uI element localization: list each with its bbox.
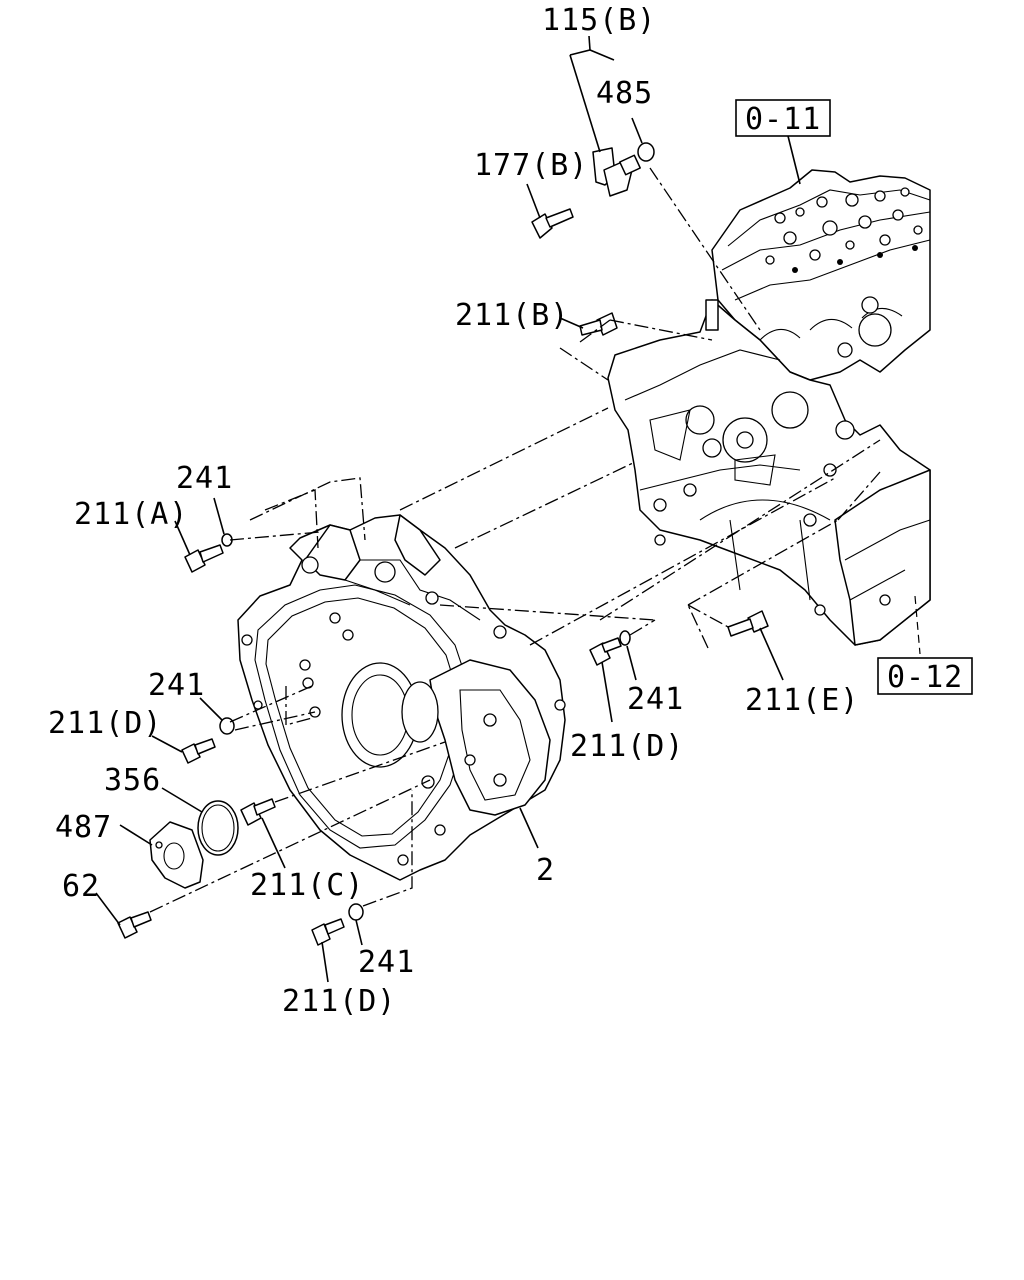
callout-115b: 115(B): [542, 3, 656, 38]
callout-241-left: 241: [148, 668, 205, 703]
callout-356: 356: [104, 763, 161, 798]
leader-lines: [95, 35, 921, 983]
bolt-211d-bottom-drawing: [311, 903, 364, 946]
assembly-lines: [149, 167, 881, 913]
callout-211b: 211(B): [455, 298, 569, 333]
callout-211a: 211(A): [74, 497, 188, 532]
flywheel-housing-drawing: [237, 514, 566, 881]
callout-241-a: 241: [176, 461, 233, 496]
bolt-211e-drawing: [727, 610, 769, 637]
callout-211d-right: 211(D): [570, 729, 684, 764]
callout-62: 62: [62, 869, 100, 904]
callout-211e: 211(E): [745, 683, 859, 718]
bolt-211d-left-drawing: [181, 717, 235, 764]
engine-block-drawing: [607, 169, 931, 646]
bolt-211d-right-drawing: [589, 630, 631, 666]
reference-box-0-11: 0-11: [735, 99, 831, 137]
callout-2: 2: [536, 853, 555, 888]
bolt-211c-drawing: [240, 798, 276, 826]
o-ring-485-drawing: [637, 142, 655, 162]
callout-labels: 115(B) 485 177(B) 211(B) 241 211(A) 241 …: [48, 3, 859, 1019]
callout-211d-bottom: 211(D): [282, 984, 396, 1019]
ref-label-0-11: 0-11: [745, 102, 821, 137]
reference-box-0-12: 0-12: [877, 657, 973, 695]
callout-211d-left: 211(D): [48, 706, 162, 741]
o-ring-356-drawing: [197, 800, 239, 856]
callout-487: 487: [55, 810, 112, 845]
cover-487-drawing: [149, 821, 204, 889]
callout-177b: 177(B): [474, 148, 588, 183]
bolt-177b-drawing: [531, 208, 574, 239]
ref-label-0-12: 0-12: [887, 660, 963, 695]
callout-241-right: 241: [627, 682, 684, 717]
bolt-211b-drawing: [579, 312, 618, 336]
bolt-211a-drawing: [184, 533, 233, 573]
callout-485: 485: [596, 76, 653, 111]
callout-211c: 211(C): [250, 868, 364, 903]
callout-241-bottom: 241: [358, 945, 415, 980]
bolt-62-drawing: [117, 911, 152, 939]
crank-position-sensor-drawing: [592, 147, 641, 197]
